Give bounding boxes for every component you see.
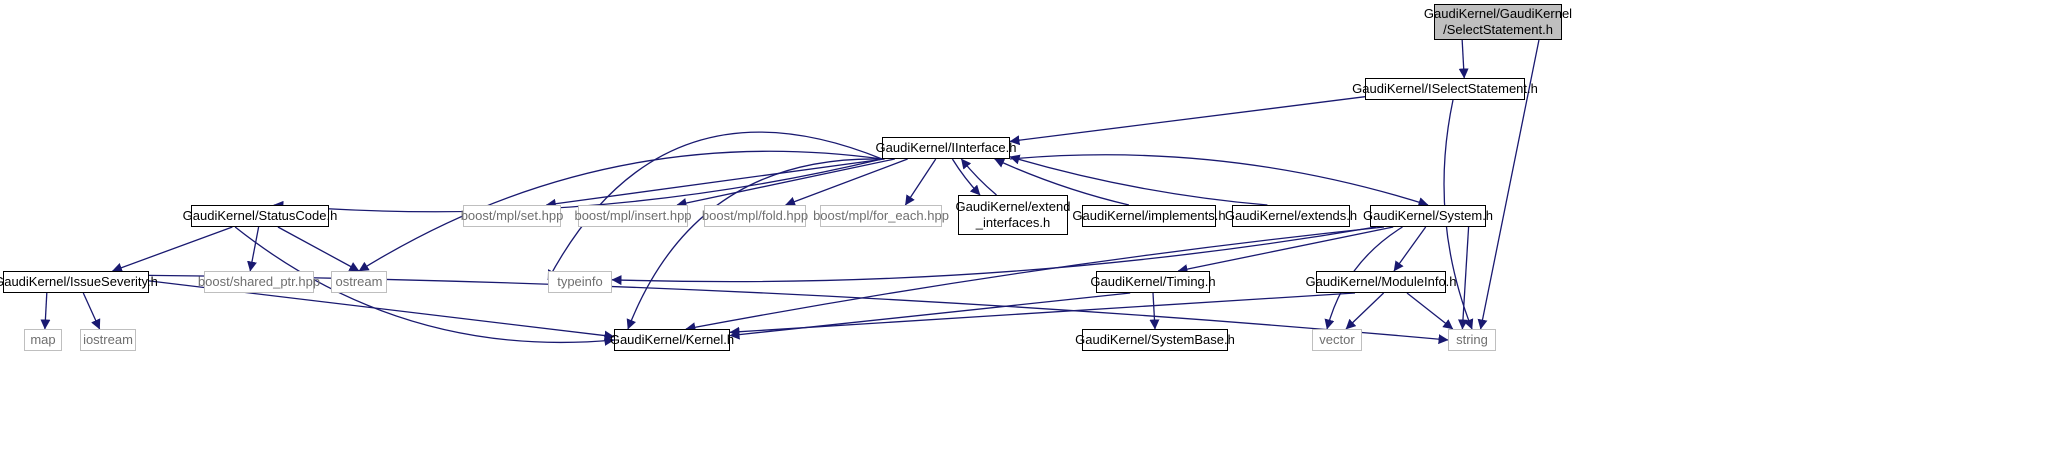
node-select-statement: GaudiKernel/GaudiKernel/SelectStatement.… <box>1424 4 1572 40</box>
node-shared-ptr: boost/shared_ptr.hpp <box>198 271 320 293</box>
edge-status-code-to-kernel <box>234 226 615 346</box>
node-label: GaudiKernel/ModuleInfo.h <box>1305 274 1457 289</box>
node-label: /SelectStatement.h <box>1443 22 1553 37</box>
edge-select-statement-to-string <box>1477 39 1540 330</box>
edge-timing-to-kernel <box>729 292 1131 340</box>
edge-iinterface-to-mpl-set <box>545 158 885 209</box>
node-label: typeinfo <box>557 274 603 289</box>
node-timing[interactable]: GaudiKernel/Timing.h <box>1090 271 1216 293</box>
node-label: boost/mpl/insert.hpp <box>574 208 692 223</box>
node-iselect-statement[interactable]: GaudiKernel/ISelectStatement.h <box>1352 78 1538 100</box>
node-typeinfo: typeinfo <box>548 271 612 293</box>
edge-status-code-to-ostream <box>277 226 360 272</box>
edge-system-to-string <box>1457 226 1470 330</box>
edge-iinterface-to-ostream <box>358 150 883 272</box>
node-mpl-for-each: boost/mpl/for_each.hpp <box>813 205 949 227</box>
node-label: boost/mpl/set.hpp <box>460 208 564 223</box>
node-label: GaudiKernel/GaudiKernel <box>1423 6 1573 21</box>
edge-system-to-vector <box>1324 226 1403 330</box>
node-label: GaudiKernel/extend <box>955 199 1071 214</box>
node-system-base[interactable]: GaudiKernel/SystemBase.h <box>1075 329 1235 351</box>
edge-timing-to-system-base <box>1149 292 1160 330</box>
edge-module-info-to-vector <box>1345 292 1385 330</box>
edge-issue-severity-to-iostream <box>82 292 101 330</box>
edge-system-to-module-info <box>1393 226 1427 272</box>
edge-extends-to-iinterface <box>1009 154 1268 206</box>
node-label: boost/mpl/for_each.hpp <box>813 208 949 223</box>
node-extends[interactable]: GaudiKernel/extends.h <box>1225 205 1357 227</box>
edge-system-to-timing <box>1177 226 1394 274</box>
edge-iinterface-to-typeinfo <box>547 131 883 281</box>
node-label: GaudiKernel/implements.h <box>1072 208 1226 223</box>
node-mpl-set: boost/mpl/set.hpp <box>460 205 564 227</box>
node-iinterface[interactable]: GaudiKernel/IInterface.h <box>876 137 1016 159</box>
node-iostream: iostream <box>80 329 136 351</box>
edge-iinterface-to-status-code <box>273 158 883 213</box>
node-module-info[interactable]: GaudiKernel/ModuleInfo.h <box>1305 271 1457 293</box>
node-label: string <box>1456 332 1488 347</box>
edge-system-to-kernel <box>685 226 1384 333</box>
edge-iinterface-to-system <box>1009 154 1429 207</box>
node-label: ostream <box>335 274 383 289</box>
node-system[interactable]: GaudiKernel/System.h <box>1363 205 1493 227</box>
node-label: GaudiKernel/IssueSeverity.h <box>0 274 158 289</box>
node-implements[interactable]: GaudiKernel/implements.h <box>1072 205 1226 227</box>
node-label: GaudiKernel/Timing.h <box>1090 274 1216 289</box>
edge-iinterface-to-mpl-for-each <box>904 158 937 206</box>
node-label: GaudiKernel/StatusCode.h <box>182 208 338 223</box>
node-extend-interfaces[interactable]: GaudiKernel/extend_interfaces.h <box>955 195 1071 235</box>
edge-status-code-to-shared-ptr <box>247 226 260 272</box>
edge-iinterface-to-mpl-fold <box>785 158 908 207</box>
edge-system-to-typeinfo <box>611 226 1376 286</box>
edge-iinterface-to-extend-interfaces <box>951 158 981 196</box>
node-label: vector <box>1319 332 1355 347</box>
node-label: GaudiKernel/Kernel.h <box>609 332 735 347</box>
node-string: string <box>1448 329 1496 351</box>
node-label: iostream <box>83 332 133 347</box>
edge-iselect-statement-to-iinterface <box>1009 96 1366 146</box>
edge-implements-to-iinterface <box>994 158 1130 206</box>
node-label: GaudiKernel/IInterface.h <box>875 140 1017 155</box>
node-mpl-insert: boost/mpl/insert.hpp <box>574 205 692 227</box>
node-vector: vector <box>1312 329 1362 351</box>
node-label: GaudiKernel/System.h <box>1362 208 1494 223</box>
node-label: GaudiKernel/ISelectStatement.h <box>1352 81 1538 96</box>
node-mpl-fold: boost/mpl/fold.hpp <box>701 205 809 227</box>
node-kernel[interactable]: GaudiKernel/Kernel.h <box>610 329 734 351</box>
edge-module-info-to-string <box>1406 292 1454 330</box>
node-label: GaudiKernel/SystemBase.h <box>1075 332 1235 347</box>
edge-iinterface-to-kernel <box>626 158 883 330</box>
edge-issue-severity-to-map <box>40 292 51 330</box>
node-label: map <box>30 332 56 347</box>
node-label: boost/mpl/fold.hpp <box>701 208 809 223</box>
edge-status-code-to-issue-severity <box>112 226 233 273</box>
node-issue-severity[interactable]: GaudiKernel/IssueSeverity.h <box>0 271 158 293</box>
node-ostream: ostream <box>331 271 387 293</box>
edge-iinterface-to-mpl-insert <box>676 158 895 208</box>
edge-module-info-to-kernel <box>729 292 1356 337</box>
node-status-code[interactable]: GaudiKernel/StatusCode.h <box>183 205 337 227</box>
node-map: map <box>24 329 62 351</box>
node-label: GaudiKernel/extends.h <box>1224 208 1358 223</box>
node-label: _interfaces.h <box>975 215 1051 230</box>
edge-extend-interfaces-to-iinterface <box>960 158 997 196</box>
edge-select-statement-to-iselect-statement <box>1458 39 1469 79</box>
node-label: boost/shared_ptr.hpp <box>197 274 321 289</box>
